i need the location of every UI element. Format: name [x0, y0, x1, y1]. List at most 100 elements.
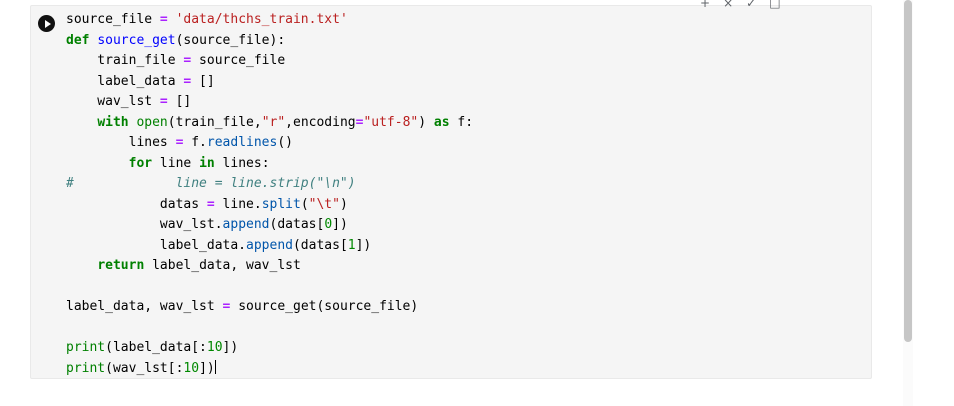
code-line: wav_lst = [] — [66, 92, 863, 113]
text-cursor — [214, 359, 216, 374]
code-token: "utf-8" — [363, 114, 419, 130]
code-content[interactable]: source_file = 'data/thchs_train.txt'def … — [66, 10, 863, 378]
code-token: ,encoding — [285, 114, 356, 130]
code-token — [66, 156, 129, 171]
code-token: datas — [66, 196, 207, 212]
code-line: label_data.append(datas[1]) — [66, 236, 863, 257]
code-line: label_data, wav_lst = source_get(source_… — [66, 297, 863, 318]
play-icon — [44, 19, 51, 28]
code-token: as — [433, 114, 450, 130]
cell-toolbar: + × ✓ □ — [694, 0, 787, 9]
code-token: = — [206, 196, 215, 212]
code-line: print(wav_lst[:10]) — [66, 359, 863, 379]
code-token: = — [159, 12, 168, 27]
code-token — [66, 258, 97, 273]
code-token: label_data, wav_lst — [66, 299, 223, 314]
code-token: (wav_lst[: — [105, 360, 184, 376]
code-token: def — [66, 32, 90, 48]
code-token: # line = line.strip("\n") — [66, 176, 356, 191]
code-token: () — [277, 135, 293, 150]
code-line: train_file = source_file — [66, 51, 863, 72]
code-token: line. — [214, 196, 262, 212]
code-line: source_file = 'data/thchs_train.txt' — [66, 10, 863, 31]
code-token: (source_file): — [175, 32, 286, 48]
code-token: ]) — [332, 217, 348, 232]
code-token: (datas[ — [269, 217, 325, 232]
code-token: line — [152, 155, 200, 171]
code-token: print — [66, 360, 106, 376]
code-token: ]) — [355, 237, 372, 253]
code-token: train_file — [66, 53, 184, 68]
run-cell-button[interactable] — [38, 15, 55, 32]
code-token: ) — [418, 114, 434, 130]
code-token: = — [159, 94, 168, 109]
code-token: open — [136, 114, 168, 130]
code-line — [66, 277, 863, 298]
code-line: with open(train_file,"r",encoding="utf-8… — [66, 113, 863, 134]
code-token: "\t" — [308, 196, 340, 212]
code-token: [] — [167, 94, 192, 109]
code-token: 'data/thchs_train.txt' — [175, 12, 348, 27]
code-token: ) — [339, 196, 348, 212]
code-token: f. — [183, 135, 207, 150]
code-token: source_get — [97, 32, 176, 48]
code-token — [168, 12, 176, 27]
code-token: ]) — [199, 360, 215, 376]
check-icon[interactable]: ✓ — [746, 0, 757, 10]
code-line — [66, 318, 863, 339]
code-token: (train_file, — [167, 114, 262, 130]
code-token: append — [222, 217, 270, 232]
code-token: label_data, wav_lst — [144, 258, 301, 273]
close-icon[interactable]: × — [723, 0, 734, 10]
code-token: = — [183, 53, 192, 68]
code-token: with — [97, 114, 129, 130]
code-token: f: — [449, 114, 474, 130]
code-token: lines — [66, 135, 176, 150]
scrollbar-thumb[interactable] — [904, 0, 912, 342]
code-token: return — [97, 258, 145, 273]
vertical-scrollbar[interactable] — [903, 0, 913, 406]
code-token: ( — [300, 196, 309, 212]
code-token: label_data — [66, 73, 184, 89]
code-token: = — [175, 135, 184, 150]
code-token: [] — [191, 73, 215, 89]
code-token: source_file — [66, 12, 160, 27]
code-line: for line in lines: — [66, 154, 863, 175]
code-token: in — [199, 155, 215, 171]
code-token: wav_lst — [66, 94, 160, 109]
code-token: for — [128, 155, 153, 171]
code-token: (datas[ — [292, 237, 348, 253]
code-token: = — [183, 73, 192, 89]
code-token: append — [246, 237, 293, 253]
code-token: = — [222, 299, 231, 314]
save-icon[interactable]: □ — [769, 0, 781, 10]
add-icon[interactable]: + — [700, 0, 711, 10]
code-token: 1 — [347, 237, 356, 253]
code-token: label_data. — [66, 237, 247, 253]
code-line: wav_lst.append(datas[0]) — [66, 215, 863, 236]
code-token: source_get(source_file) — [230, 299, 419, 314]
code-token: 10 — [183, 360, 200, 376]
code-token: lines: — [214, 155, 270, 171]
code-token: ]) — [222, 340, 239, 355]
code-token: 10 — [206, 340, 223, 355]
code-line: return label_data, wav_lst — [66, 256, 863, 277]
code-token: readlines — [206, 135, 278, 150]
code-token — [66, 115, 97, 130]
code-cell: source_file = 'data/thchs_train.txt'def … — [30, 5, 872, 379]
code-token: = — [355, 114, 364, 130]
code-token: (label_data[: — [105, 340, 207, 355]
code-line: # line = line.strip("\n") — [66, 174, 863, 195]
code-token: 0 — [324, 217, 333, 232]
code-token: print — [66, 340, 106, 355]
code-line: lines = f.readlines() — [66, 133, 863, 154]
code-line: label_data = [] — [66, 72, 863, 93]
code-token: split — [261, 196, 301, 212]
code-token: wav_lst. — [66, 217, 223, 232]
code-line: print(label_data[:10]) — [66, 338, 863, 359]
code-editor[interactable]: source_file = 'data/thchs_train.txt'def … — [58, 6, 871, 378]
code-line: datas = line.split("\t") — [66, 195, 863, 216]
code-line: def source_get(source_file): — [66, 31, 863, 52]
code-token: source_file — [191, 53, 286, 68]
